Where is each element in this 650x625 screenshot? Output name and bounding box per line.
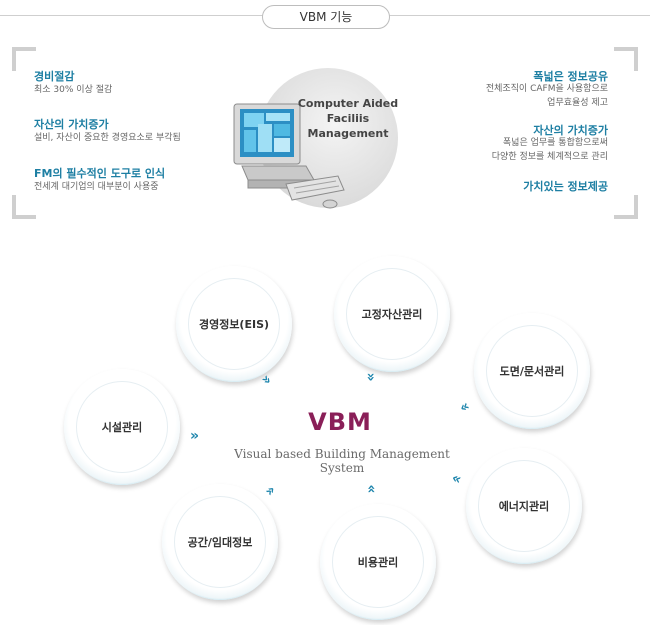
benefit-desc-share-2: 업무효율성 제고 bbox=[547, 98, 608, 108]
benefit-desc-cost: 최소 30% 이상 절감 bbox=[34, 85, 113, 95]
circle-facility[interactable]: 시설관리 bbox=[64, 369, 180, 485]
computer-icon bbox=[233, 103, 345, 209]
chevron-icon: » bbox=[456, 397, 473, 417]
benefit-desc-share-1: 전체조직이 CAFM을 사용함으로 bbox=[485, 84, 608, 94]
frame-corner-bottom-right bbox=[614, 195, 638, 219]
benefit-desc-fm: 전세계 대기업의 대부분이 사용중 bbox=[34, 182, 159, 192]
benefit-heading-asset: 자산의 가치증가 bbox=[34, 118, 109, 131]
cafm-caption-line-3: Management bbox=[307, 127, 389, 140]
circle-management-info[interactable]: 경영정보(EIS) bbox=[176, 266, 292, 382]
benefit-heading-info: 가치있는 정보제공 bbox=[523, 180, 608, 193]
circle-space-lease[interactable]: 공간/임대정보 bbox=[162, 484, 278, 600]
benefit-desc-asset-right-2: 다양한 정보를 체계적으로 관리 bbox=[491, 152, 608, 162]
circle-drawing-docs[interactable]: 도면/문서관리 bbox=[474, 313, 590, 429]
benefit-desc-asset: 설비, 자산이 중요한 경영요소로 부각됨 bbox=[34, 133, 181, 143]
circle-label-fixed-assets: 고정자산관리 bbox=[361, 308, 423, 321]
cafm-caption: Computer Aided Faciliis Management bbox=[296, 96, 400, 141]
circle-label-energy: 에너지관리 bbox=[498, 500, 550, 513]
chevron-icon: » bbox=[363, 484, 380, 494]
circle-label-space-lease: 공간/임대정보 bbox=[187, 536, 253, 549]
chevron-icon: » bbox=[190, 428, 200, 444]
frame-corner-bottom-left bbox=[12, 195, 36, 219]
benefit-heading-fm: FM의 필수적인 도구로 인식 bbox=[34, 167, 166, 180]
vbm-subtitle: Visual based Building Management System bbox=[234, 447, 450, 475]
benefit-heading-asset-right: 자산의 가치증가 bbox=[533, 124, 608, 137]
vbm-title: VBM bbox=[308, 408, 372, 436]
benefit-heading-share: 폭넓은 정보공유 bbox=[533, 70, 608, 83]
circle-label-management-info: 경영정보(EIS) bbox=[198, 318, 270, 331]
circle-energy[interactable]: 에너지관리 bbox=[466, 448, 582, 564]
frame-corner-top-right bbox=[614, 47, 638, 71]
circle-label-drawing-docs: 도면/문서관리 bbox=[499, 365, 565, 378]
section-title: VBM 기능 bbox=[262, 5, 390, 29]
circle-label-cost: 비용관리 bbox=[357, 556, 399, 569]
chevron-icon: » bbox=[362, 372, 379, 382]
benefit-heading-cost: 경비절감 bbox=[34, 70, 75, 83]
circle-label-facility: 시설관리 bbox=[101, 421, 143, 434]
cafm-caption-line-1: Computer Aided bbox=[297, 97, 399, 110]
frame-corner-top-left bbox=[12, 47, 36, 71]
benefit-desc-asset-right-1: 폭넓은 업무를 통합함으로써 bbox=[502, 138, 608, 148]
cafm-caption-line-2: Faciliis bbox=[326, 112, 370, 125]
circle-fixed-assets[interactable]: 고정자산관리 bbox=[334, 256, 450, 372]
circle-cost[interactable]: 비용관리 bbox=[320, 504, 436, 620]
